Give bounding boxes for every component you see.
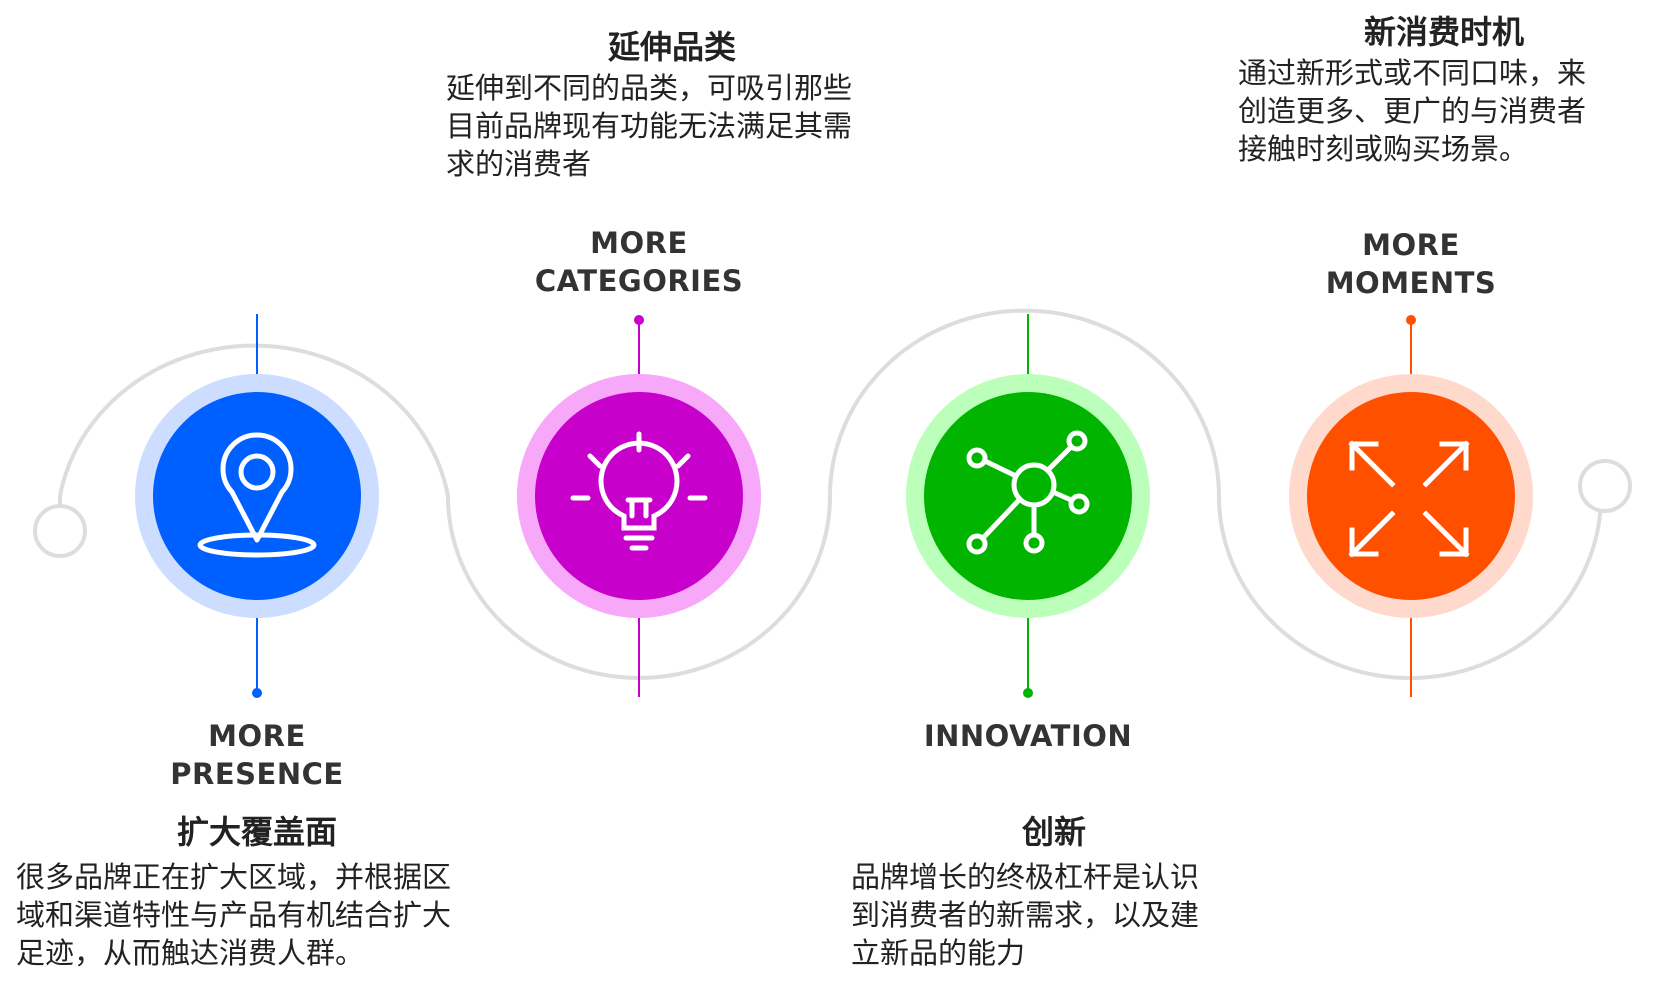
network-hub-icon [966,430,1090,555]
innovation-dot [1023,688,1033,698]
description-line: 品牌增长的终极杠杆是认识 [851,860,1200,894]
description-line: 延伸到不同的品类，可吸引那些 [446,71,853,105]
description-line: 域和渠道特性与产品有机结合扩大 [16,898,452,932]
description-line: 到消费者的新需求，以及建 [851,898,1200,932]
description-line: 通过新形式或不同口味，来 [1238,56,1587,90]
start-ring [33,504,87,558]
moments-circle [1307,392,1515,600]
categories-title: 延伸品类 [607,28,736,66]
innovation-circle [924,392,1132,600]
innovation-label-line1: INNOVATION [923,719,1133,753]
description-line: 足迹，从而触达消费人群。 [16,936,365,970]
description-line: 很多品牌正在扩大区域，并根据区 [16,860,452,894]
moments-label-line2: MOMENTS [1325,266,1497,300]
moments-label: MORE MOMENTS [1261,226,1561,302]
moments-title: 新消费时机 [1363,13,1524,51]
lightbulb-icon [570,431,708,551]
categories-description: 延伸到不同的品类，可吸引那些 目前品牌现有功能无法满足其需 求的消费者 [446,69,852,183]
presence-dot [252,688,262,698]
location-pin-icon [197,432,317,558]
categories-label-line2: CATEGORIES [534,264,744,298]
end-ring [1578,459,1632,513]
presence-description: 很多品牌正在扩大区域，并根据区 域和渠道特性与产品有机结合扩大 足迹，从而触达消… [16,858,451,972]
presence-label-line2: PRESENCE [170,757,344,791]
presence-circle [153,392,361,600]
serpentine-path [58,308,1603,680]
presence-label-line1: MORE [208,719,306,753]
categories-label: MORE CATEGORIES [489,224,789,300]
description-line: 接触时刻或购买场景。 [1238,132,1529,166]
moments-dot [1406,315,1416,325]
description-line: 立新品的能力 [851,936,1026,970]
description-line: 求的消费者 [446,147,592,181]
categories-label-line1: MORE [590,226,688,260]
moments-label-line1: MORE [1362,228,1460,262]
innovation-title: 创新 [1021,813,1086,851]
description-line: 创造更多、更广的与消费者 [1238,94,1587,128]
expand-arrows-icon [1348,440,1470,558]
innovation-description: 品牌增长的终极杠杆是认识 到消费者的新需求，以及建 立新品的能力 [851,858,1199,972]
moments-description: 通过新形式或不同口味，来 创造更多、更广的与消费者 接触时刻或购买场景。 [1238,54,1586,168]
presence-title: 扩大覆盖面 [176,813,337,851]
description-line: 目前品牌现有功能无法满足其需 [446,109,853,143]
categories-dot [634,315,644,325]
categories-circle [535,392,743,600]
presence-label: MORE PRESENCE [107,717,407,793]
innovation-label: INNOVATION [878,717,1178,755]
